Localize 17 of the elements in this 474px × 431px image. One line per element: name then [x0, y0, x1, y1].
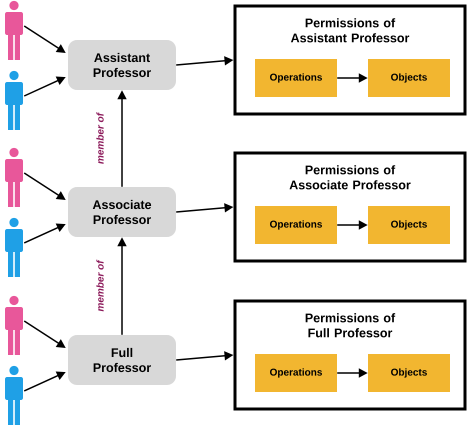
item-box: Objects [368, 59, 450, 97]
item-box: Objects [368, 354, 450, 392]
role-box: Assistant Professor [68, 40, 176, 90]
item-box: Operations [255, 206, 337, 244]
role-box: Full Professor [68, 335, 176, 385]
item-box: Objects [368, 206, 450, 244]
edge-label: member of [95, 259, 105, 313]
item-box: Operations [255, 354, 337, 392]
edge-label: member of [95, 112, 105, 166]
role-box: Associate Professor [68, 187, 176, 237]
item-box: Operations [255, 59, 337, 97]
person-icon [5, 148, 23, 207]
person-icon [5, 70, 23, 130]
person-icon [5, 296, 23, 355]
person-icon [5, 218, 23, 277]
person-icon [5, 366, 23, 425]
person-icon [5, 0, 23, 60]
